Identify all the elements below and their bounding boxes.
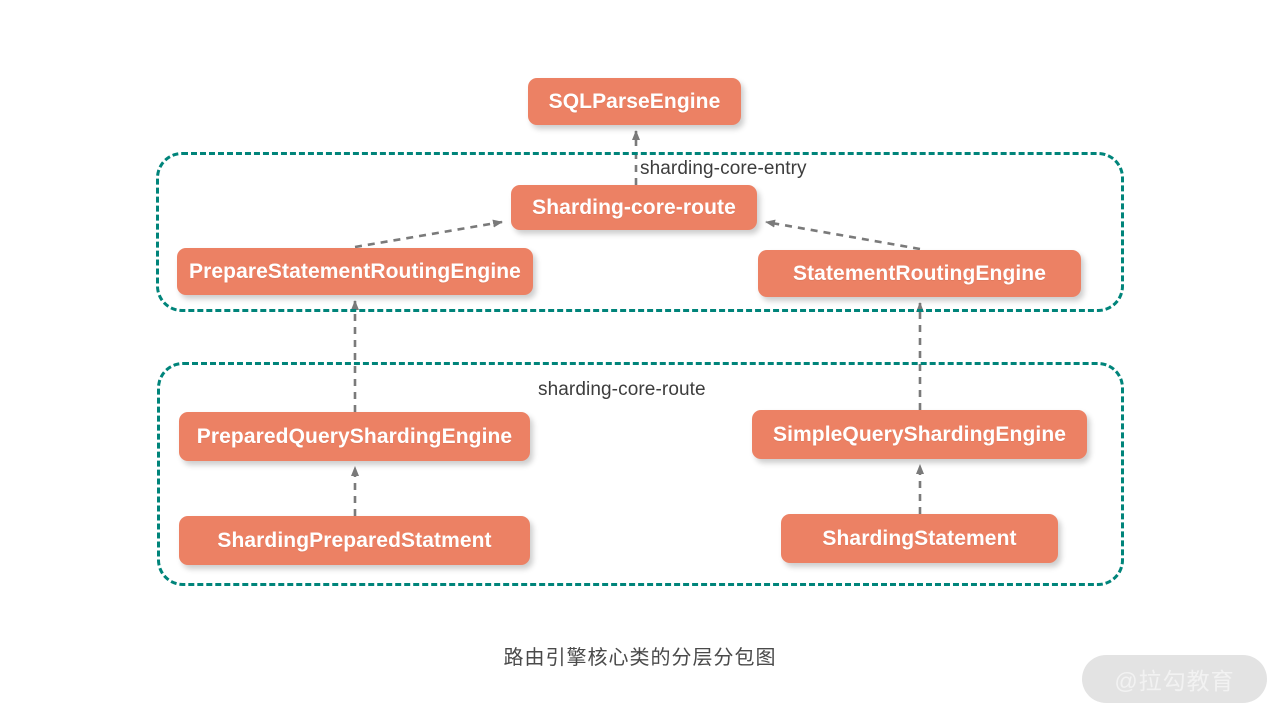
node-simple-query-sharding-engine[interactable]: SimpleQueryShardingEngine — [752, 410, 1087, 459]
node-sharding-prepared-statment[interactable]: ShardingPreparedStatment — [179, 516, 530, 565]
node-sql-parse-engine[interactable]: SQLParseEngine — [528, 78, 741, 125]
node-prepared-query-sharding-engine[interactable]: PreparedQueryShardingEngine — [179, 412, 530, 461]
package-sharding-core-route — [157, 362, 1124, 586]
node-sharding-statement[interactable]: ShardingStatement — [781, 514, 1058, 563]
package-sharding-core-entry — [156, 152, 1124, 312]
node-prepare-statement-routing-engine[interactable]: PrepareStatementRoutingEngine — [177, 248, 533, 295]
package-label-sharding-core-route: sharding-core-route — [538, 379, 706, 400]
package-label-sharding-core-entry: sharding-core-entry — [640, 158, 807, 179]
diagram-caption: 路由引擎核心类的分层分包图 — [503, 647, 777, 669]
edge-stmt-route-to-core-route — [765, 219, 921, 251]
watermark-badge: @拉勾教育 — [1082, 655, 1267, 703]
node-sharding-core-route[interactable]: Sharding-core-route — [511, 185, 757, 230]
node-statement-routing-engine[interactable]: StatementRoutingEngine — [758, 250, 1081, 297]
